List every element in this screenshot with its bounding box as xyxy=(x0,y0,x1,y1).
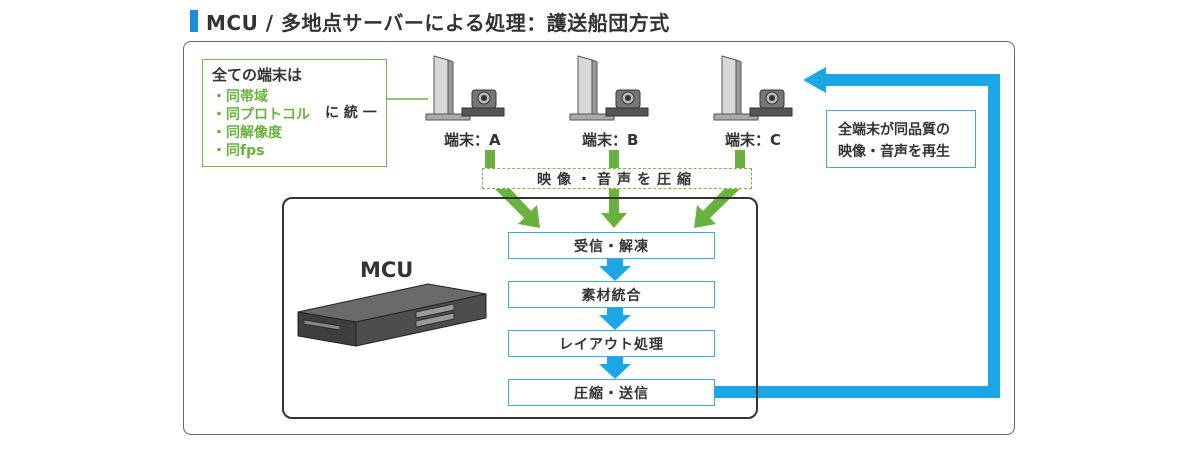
terminal-c-icon xyxy=(713,55,793,121)
unify-item-protocol: ・同プロトコル xyxy=(212,107,310,123)
stem-c xyxy=(735,150,745,168)
diagram-title: MCU / 多地点サーバーによる処理：護送船団方式 xyxy=(190,8,670,35)
mcu-label: MCU xyxy=(360,258,414,282)
terminal-b-icon xyxy=(569,55,649,121)
blue-arrow-2 xyxy=(599,307,631,330)
stem-a xyxy=(485,150,495,168)
step-compress-send: 圧縮・送信 xyxy=(508,379,715,406)
compress-box: 映像・音声を圧縮 xyxy=(482,168,752,189)
terminal-c-label: 端末：C xyxy=(725,131,782,149)
terminal-a-icon xyxy=(425,55,505,121)
green-arrow-b xyxy=(601,189,627,228)
step-layout-processing: レイアウト処理 xyxy=(508,330,715,357)
terminal-b-label: 端末：B xyxy=(582,131,639,149)
unify-item-resolution: ・同解像度 xyxy=(212,125,282,141)
green-arrow-a xyxy=(492,180,540,228)
mcu-container xyxy=(282,197,758,419)
stem-b xyxy=(609,150,619,168)
unify-item-fps: ・同fps xyxy=(212,143,265,159)
blue-arrow-3 xyxy=(599,356,631,379)
replay-line-1: 全端末が同品質の xyxy=(838,122,950,138)
step-merge-material: 素材統合 xyxy=(508,281,715,308)
terminal-a-label: 端末：A xyxy=(444,131,501,149)
diagram-frame xyxy=(183,41,1015,435)
unify-heading: 全ての端末は xyxy=(212,66,303,84)
compress-label: 映像・音声を圧縮 xyxy=(537,171,697,188)
unify-item-bandwidth: ・同帯域 xyxy=(212,89,268,105)
unify-box xyxy=(202,59,387,167)
step-receive-decompress: 受信・解凍 xyxy=(508,232,715,259)
title-accent-bar xyxy=(190,10,198,32)
replay-box xyxy=(826,110,976,168)
blue-arrow-1 xyxy=(599,258,631,281)
unify-suffix: に 統 一 xyxy=(325,105,377,121)
mcu-device-icon xyxy=(297,283,487,347)
green-arrow-c xyxy=(694,180,743,228)
title-text: MCU / 多地点サーバーによる処理：護送船団方式 xyxy=(206,10,670,35)
replay-line-2: 映像・音声を再生 xyxy=(838,144,950,160)
